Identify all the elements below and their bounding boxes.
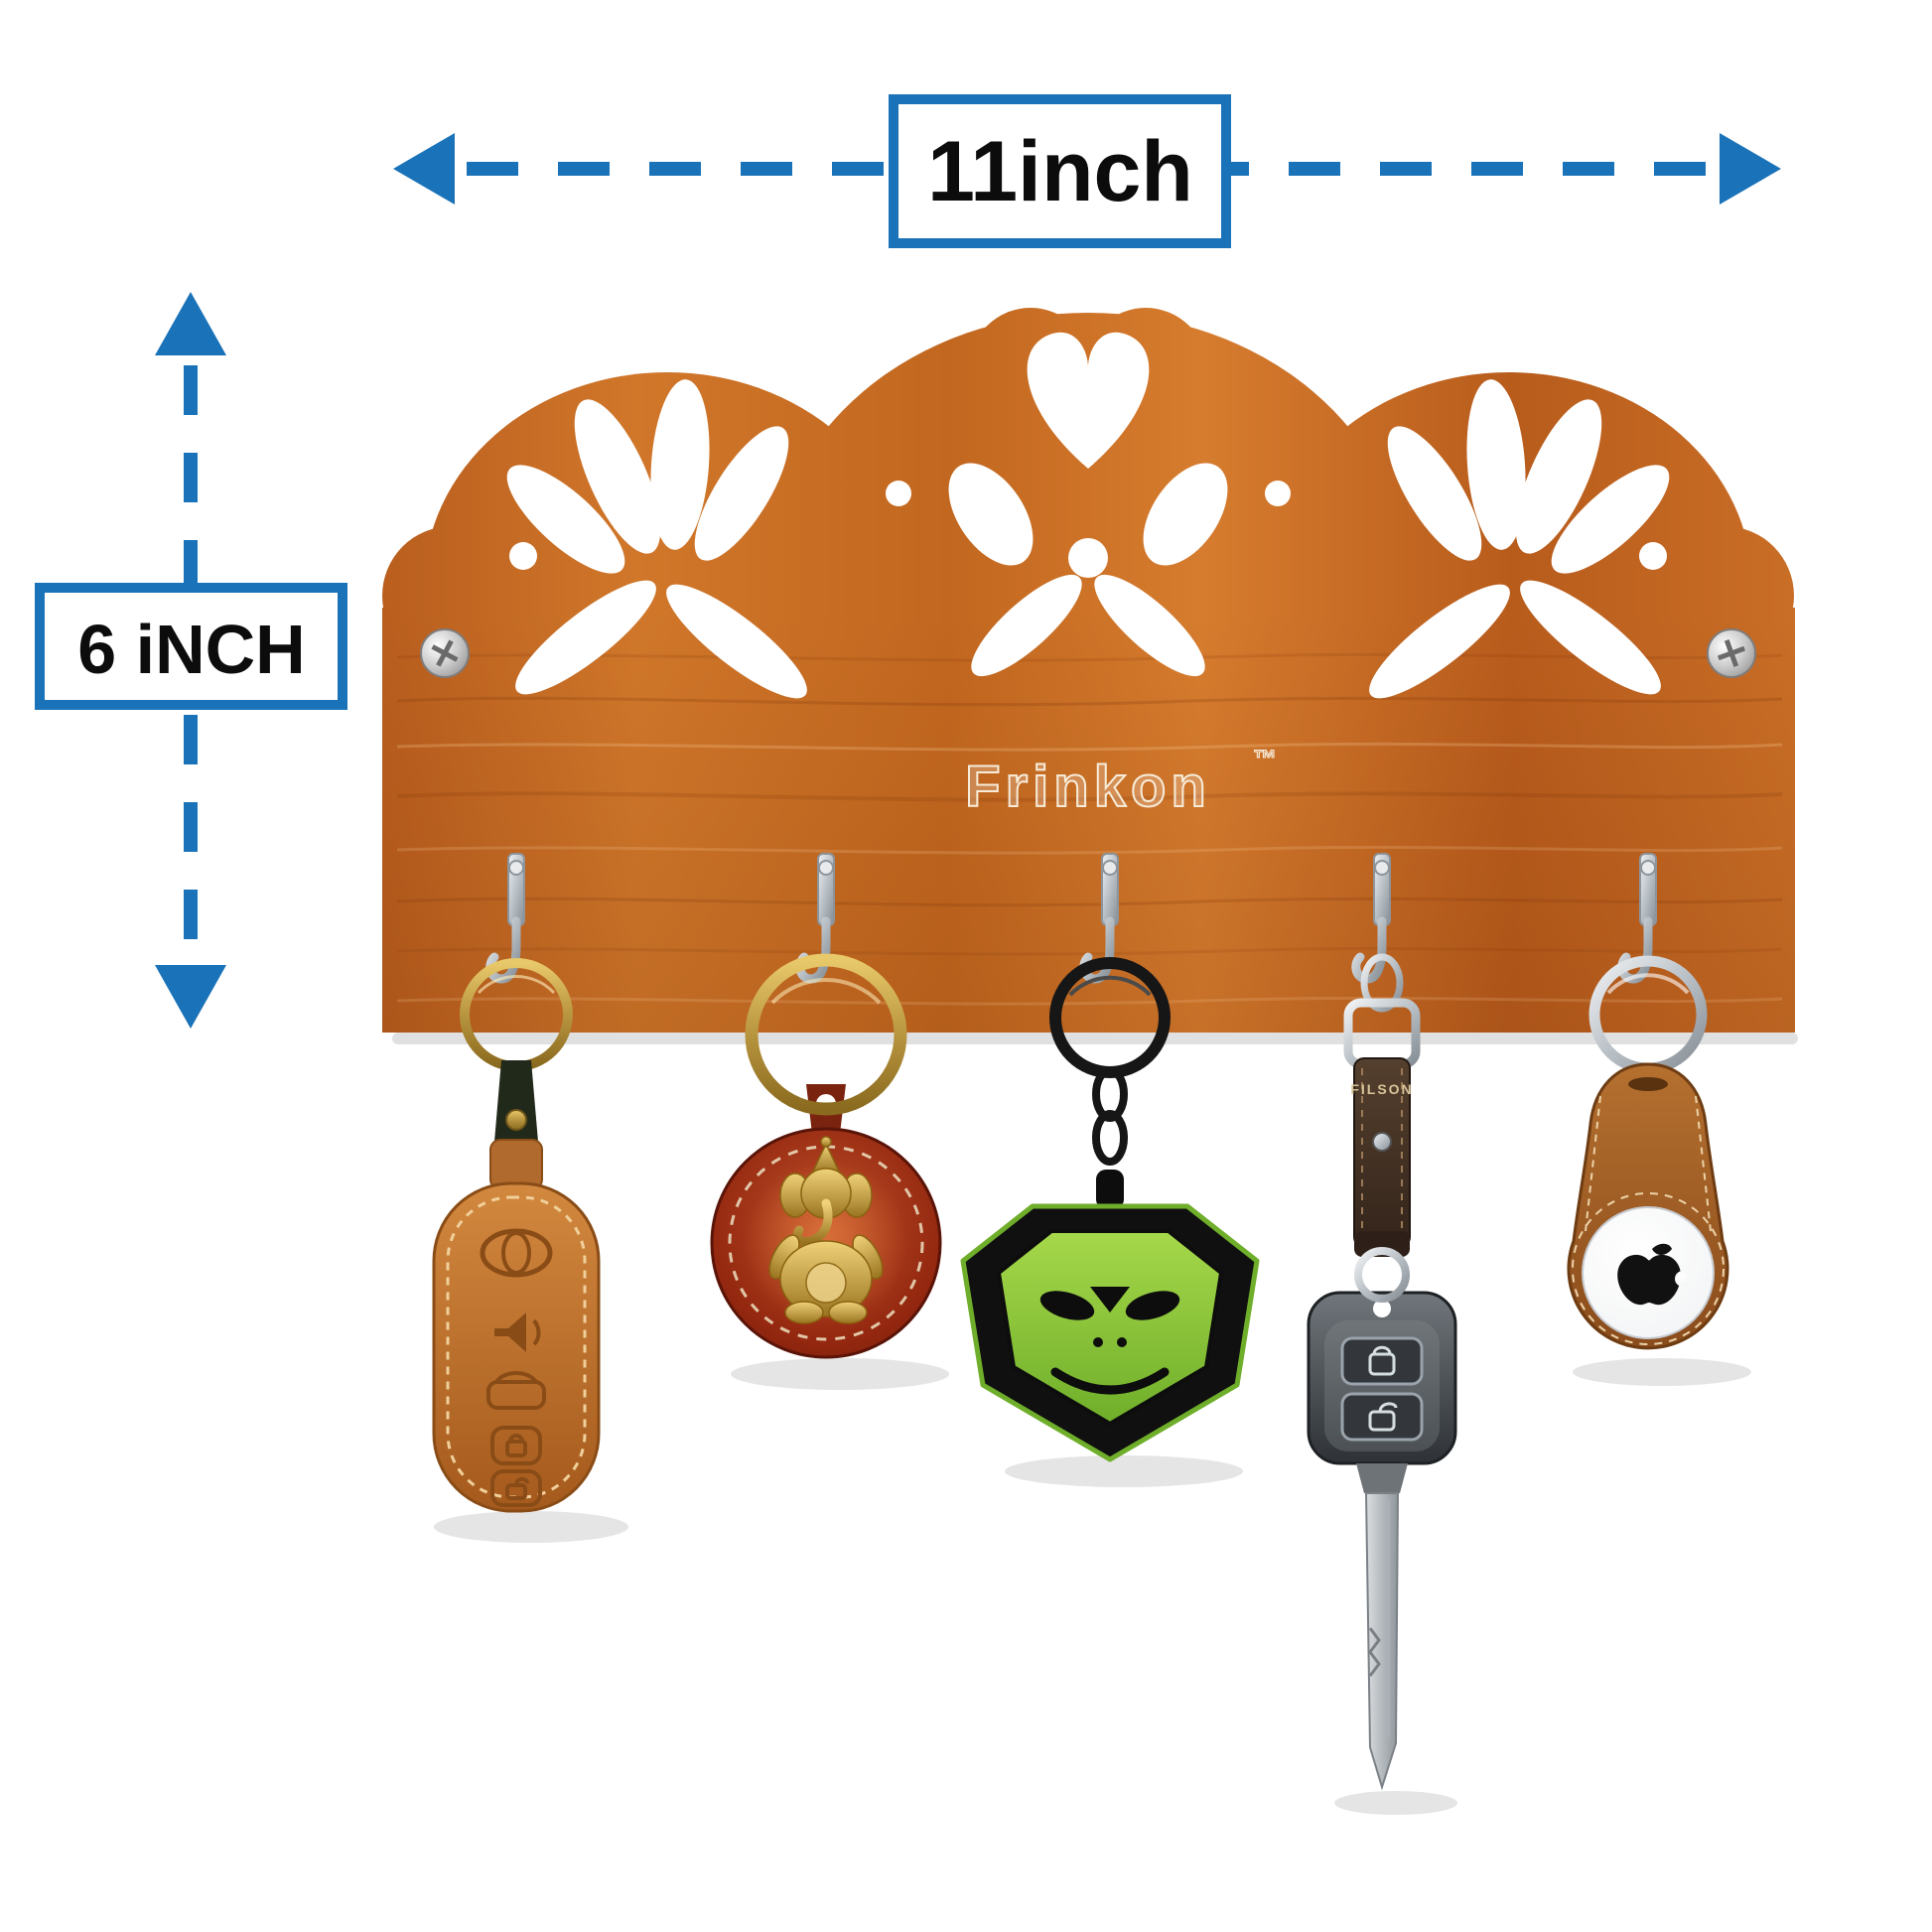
cutout-dot bbox=[1265, 481, 1291, 506]
cutout-petal bbox=[1387, 426, 1482, 561]
cutout-dot bbox=[1639, 542, 1667, 570]
key-blade bbox=[1364, 1492, 1400, 1791]
height-label-box bbox=[35, 583, 347, 710]
split-ring bbox=[1354, 1247, 1410, 1303]
keychain-airtag-holder bbox=[1567, 955, 1751, 1386]
keyring-highlight bbox=[1606, 973, 1690, 995]
cutout-petal bbox=[650, 379, 710, 550]
down-arrowhead-icon bbox=[155, 965, 226, 1029]
mascot-face bbox=[1039, 1287, 1180, 1395]
strap-fold bbox=[1354, 1231, 1410, 1257]
key-holder-board: Frinkon ™ bbox=[382, 308, 1798, 1044]
shadow bbox=[1334, 1791, 1457, 1815]
right-arrowhead-icon bbox=[1720, 133, 1781, 205]
link-ring bbox=[1360, 953, 1404, 1013]
car-logo-inner bbox=[501, 1231, 531, 1275]
brand-text: Frinkon bbox=[965, 755, 1211, 819]
keychain-leather-car-fob bbox=[432, 958, 628, 1543]
keyring-highlight bbox=[1068, 975, 1152, 997]
up-arrowhead-icon bbox=[155, 292, 226, 355]
key-lock-button bbox=[1340, 1336, 1424, 1386]
key-neck bbox=[1356, 1463, 1408, 1493]
loop-stitch bbox=[1585, 1095, 1601, 1232]
keychain-car-key-strap: FILSON bbox=[1307, 953, 1457, 1815]
cutout-leaf bbox=[971, 574, 1082, 677]
height-label: 6 iNCH bbox=[77, 611, 305, 688]
cutout-heart bbox=[1027, 332, 1150, 469]
cutout-dot bbox=[509, 542, 537, 570]
strap-brand-text: FILSON bbox=[1350, 1081, 1413, 1097]
fob-strap bbox=[494, 1060, 538, 1142]
loop-slot bbox=[1628, 1077, 1668, 1091]
key-hole bbox=[1373, 1300, 1391, 1317]
width-label: 11inch bbox=[927, 124, 1193, 219]
ganesha-figure-icon bbox=[768, 1136, 884, 1324]
cutout-petal bbox=[1515, 399, 1602, 554]
cutout-dot bbox=[886, 481, 911, 506]
cutout-petal bbox=[694, 426, 789, 561]
mounting-screws bbox=[420, 628, 1756, 678]
trunk-icon bbox=[486, 1371, 546, 1410]
cutout-leaf bbox=[1520, 580, 1661, 695]
loop-stitch-ring bbox=[1572, 1192, 1725, 1345]
cutout-petal bbox=[1466, 379, 1526, 550]
cutout-leaf bbox=[515, 580, 656, 695]
cutout-dot bbox=[1068, 538, 1108, 578]
lock-button bbox=[490, 1426, 542, 1465]
strap-stud bbox=[505, 1109, 527, 1131]
cutout-leaf bbox=[1369, 584, 1510, 699]
screw-cross bbox=[431, 639, 459, 667]
cutout-petal bbox=[948, 463, 1034, 566]
shadow bbox=[434, 1511, 628, 1543]
shadow bbox=[1005, 1455, 1243, 1487]
strap-rivet bbox=[1372, 1132, 1392, 1152]
cutout-leaf bbox=[666, 584, 807, 699]
keychain-green-mascot bbox=[960, 957, 1260, 1487]
screw-cross bbox=[1717, 638, 1746, 668]
trademark-symbol: ™ bbox=[1253, 746, 1277, 772]
speaker-icon bbox=[494, 1312, 541, 1352]
keyring-icon bbox=[745, 953, 907, 1116]
width-dimension-annotation: 11inch bbox=[393, 94, 1781, 248]
cutout-petal bbox=[574, 399, 661, 554]
apple-logo-icon bbox=[1617, 1243, 1691, 1306]
fob-stitching bbox=[446, 1195, 587, 1499]
shadow bbox=[1573, 1358, 1751, 1386]
left-arrowhead-icon bbox=[393, 133, 455, 205]
cutout-petal bbox=[1143, 463, 1228, 566]
blade-notches bbox=[1368, 1627, 1381, 1677]
carved-cutouts bbox=[506, 332, 1670, 699]
height-dimension-annotation: 6 iNCH bbox=[35, 292, 347, 1029]
fob-body bbox=[432, 1181, 601, 1513]
loop-stitch bbox=[1695, 1095, 1712, 1232]
key-unlock-button bbox=[1340, 1392, 1424, 1442]
width-label-box bbox=[889, 94, 1231, 248]
cutout-petal bbox=[1551, 465, 1670, 574]
keyring-highlight bbox=[477, 975, 556, 995]
chain-link bbox=[1092, 1110, 1128, 1166]
unlock-button bbox=[490, 1469, 542, 1507]
badge-tab bbox=[1096, 1170, 1124, 1209]
keychain-ganesha bbox=[710, 953, 949, 1390]
keyring-highlight bbox=[770, 978, 882, 1005]
board-shadow bbox=[392, 1033, 1798, 1044]
cutout-leaf bbox=[1094, 574, 1205, 677]
shadow bbox=[731, 1358, 949, 1390]
cutout-petal bbox=[506, 465, 625, 574]
